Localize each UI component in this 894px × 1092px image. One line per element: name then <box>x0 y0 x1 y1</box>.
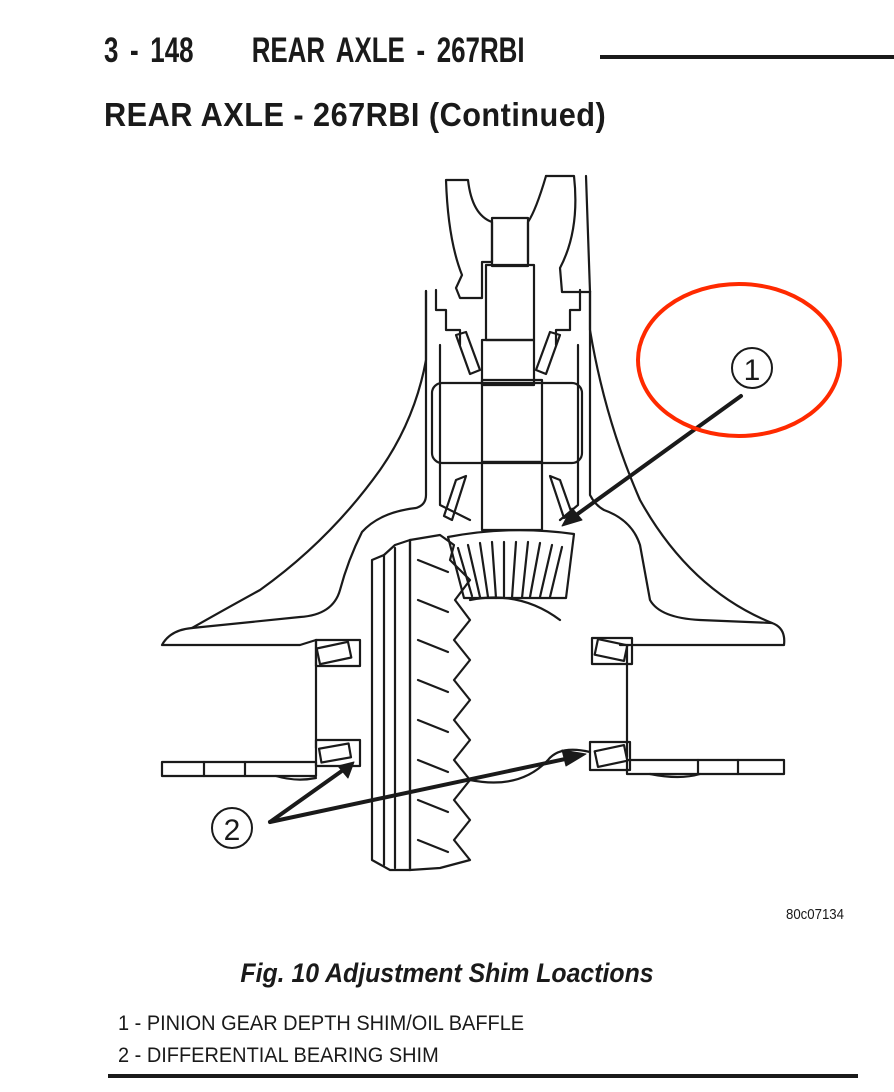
differential-case <box>160 636 786 784</box>
figure-id: 80c07134 <box>786 906 844 923</box>
svg-text:1: 1 <box>744 354 761 387</box>
callout-1: 1 <box>561 347 773 527</box>
pinion-gear <box>446 529 576 622</box>
pinion-yoke <box>444 174 592 342</box>
section-title: REAR AXLE - 267RBI (Continued) <box>104 96 607 133</box>
figure-caption: Fig. 10 Adjustment Shim Loactions <box>240 958 654 988</box>
callout-2: 2 <box>211 749 587 849</box>
legend-item: 1 - PINION GEAR DEPTH SHIM/OIL BAFFLE <box>118 1012 525 1035</box>
ring-gear <box>370 533 472 872</box>
pinion-shaft <box>430 330 584 532</box>
carrier-housing <box>160 288 786 647</box>
bottom-rule <box>108 1074 858 1078</box>
highlight-ellipse <box>636 282 842 438</box>
svg-text:2: 2 <box>224 814 241 847</box>
figure-legend: 1 - PINION GEAR DEPTH SHIM/OIL BAFFLE 2 … <box>118 1008 524 1072</box>
legend-item: 2 - DIFFERENTIAL BEARING SHIM <box>118 1044 439 1067</box>
header-rule <box>600 55 894 59</box>
page-header: 3 - 148 REAR AXLE - 267RBI <box>104 31 525 70</box>
axle-diagram: 1 2 <box>0 160 894 900</box>
